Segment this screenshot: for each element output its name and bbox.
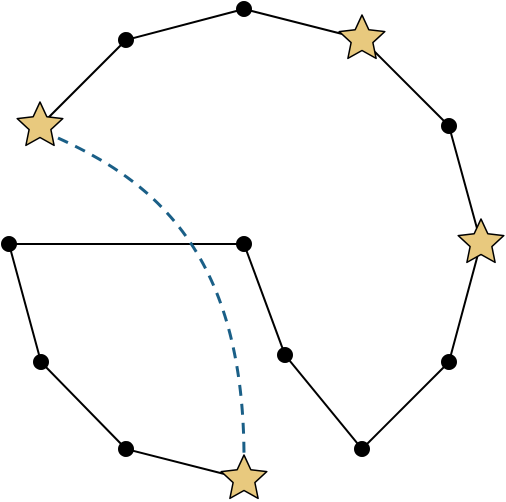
edges — [8, 8, 482, 480]
node-n3 — [441, 118, 457, 134]
node-n7 — [277, 347, 293, 363]
edge-n5-n6 — [361, 361, 450, 450]
dashed-connection — [57, 136, 246, 462]
node-n8 — [236, 236, 252, 252]
edge-n4-n5 — [448, 242, 482, 363]
star-icon-n4 — [457, 218, 505, 264]
node-n9 — [1, 236, 17, 252]
edge-n13-n14 — [39, 39, 127, 127]
node-n11 — [118, 441, 134, 457]
node-n1 — [236, 1, 252, 17]
edge-n7-n8 — [243, 243, 286, 356]
node-n14 — [118, 32, 134, 48]
node-n10 — [33, 354, 49, 370]
edge-n3-n4 — [448, 125, 482, 244]
star-icon-n12 — [220, 454, 268, 500]
node-n5 — [441, 354, 457, 370]
star-icon-n13 — [16, 101, 64, 147]
edge-n2-n3 — [361, 38, 450, 127]
edge-n9-n10 — [8, 243, 42, 363]
edge-n6-n7 — [284, 354, 363, 450]
edge-n14-n1 — [125, 8, 245, 41]
node-n6 — [354, 441, 370, 457]
edge-n10-n11 — [40, 361, 127, 450]
star-icon-n2 — [338, 14, 386, 60]
